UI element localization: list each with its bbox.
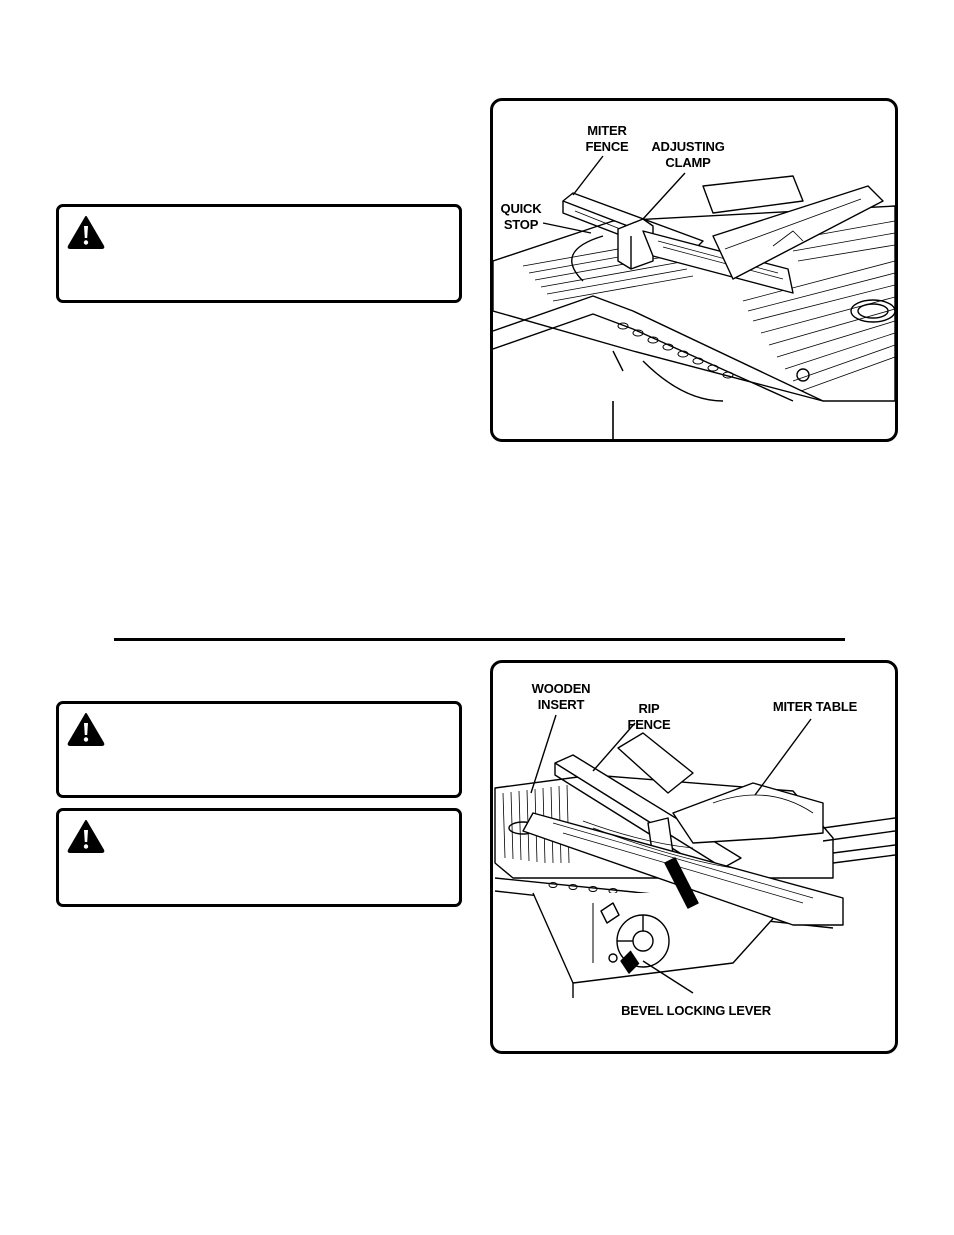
callout-adjusting-clamp: ADJUSTING CLAMP (651, 139, 725, 170)
warning-triangle-icon (67, 713, 105, 746)
warning-box-top (56, 204, 462, 303)
callout-miter-fence: MITER FENCE (585, 123, 629, 154)
callout-rip-fence: RIP FENCE (627, 701, 671, 732)
warning-triangle-icon (67, 216, 105, 249)
warning-triangle-icon (67, 820, 105, 853)
table-saw-rip-illustration (494, 714, 895, 998)
callout-miter-table: MITER TABLE (772, 699, 858, 714)
figure-miter-fence: MITER FENCE ADJUSTING CLAMP QUICK STOP (490, 98, 898, 442)
figure-rip-fence-bevel: WOODEN INSERT RIP FENCE MITER TABLE BEVE… (490, 660, 898, 1054)
callout-wooden-insert: WOODEN INSERT (531, 681, 591, 712)
warning-box-middle (56, 701, 462, 798)
callout-bevel-locking-lever: BEVEL LOCKING LEVER (621, 1003, 771, 1018)
warning-box-lower (56, 808, 462, 907)
table-saw-miter-illustration (493, 155, 895, 439)
section-divider (114, 638, 845, 641)
callout-quick-stop: QUICK STOP (500, 201, 542, 232)
